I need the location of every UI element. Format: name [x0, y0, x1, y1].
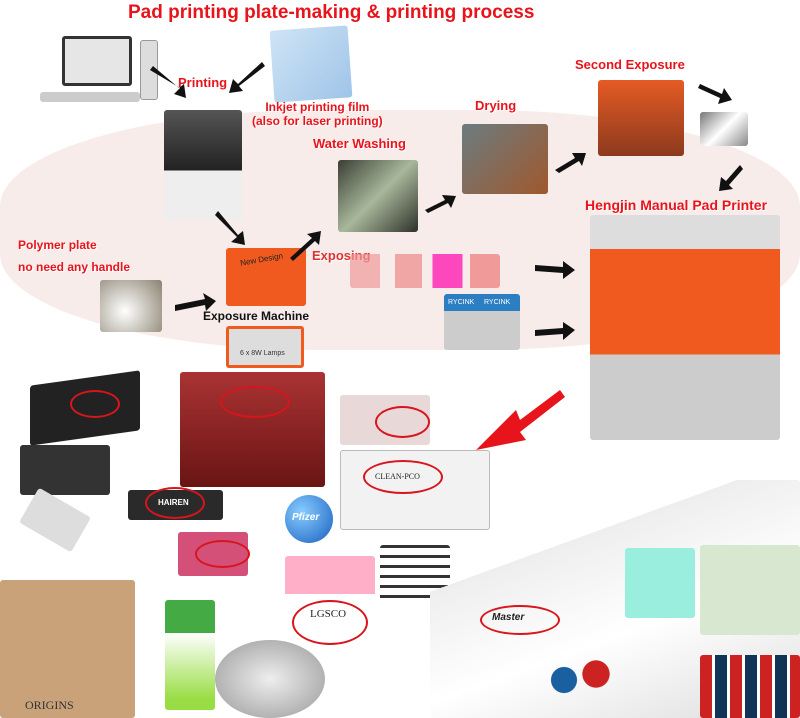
highlight-ring	[70, 390, 120, 418]
label-water-washing: Water Washing	[313, 136, 406, 151]
second-exposure-image	[598, 80, 684, 156]
highlight-ring	[375, 406, 430, 438]
lamps-image	[226, 326, 304, 368]
label-pfizer: Pfizer	[292, 512, 320, 523]
big-red-arrow-icon	[476, 390, 565, 450]
printer-image	[164, 110, 242, 220]
ink-label-2: RYCINK	[484, 299, 511, 306]
highlight-ring	[363, 460, 443, 494]
label-second-exposure: Second Exposure	[575, 57, 685, 72]
label-film: Inkjet printing film (also for laser pri…	[252, 100, 383, 128]
label-master: Master	[492, 612, 525, 623]
fan-image	[165, 600, 215, 710]
label-origins: ORIGINS	[25, 698, 74, 712]
cosmetic-box-image	[0, 580, 135, 718]
washing-image	[338, 160, 418, 232]
highlight-ring	[145, 487, 205, 519]
label-exposure-machine: Exposure Machine	[203, 309, 310, 323]
arrow-icon	[229, 62, 265, 93]
label-hairen: HAIREN	[158, 498, 189, 507]
label-clean-pco: CLEAN-PCO	[375, 472, 420, 481]
arrow-icon	[290, 231, 321, 261]
highlight-ring	[220, 386, 290, 418]
lighters-image	[700, 655, 800, 718]
film-line2: (also for laser printing)	[252, 114, 383, 128]
highlight-ring	[195, 540, 250, 568]
polymer-line1: Polymer plate	[18, 238, 97, 252]
memory-cards-image	[20, 445, 110, 495]
mouse-image	[215, 640, 325, 718]
ink-label-1: RYCINK	[448, 299, 475, 306]
keyboard-image	[40, 92, 140, 102]
label-printing: Printing	[178, 75, 228, 90]
ball-image	[285, 495, 333, 543]
pad-printer-machine-image	[590, 215, 780, 440]
highlight-ring	[480, 605, 560, 635]
golf-balls-image	[700, 545, 800, 635]
arrow-icon	[175, 293, 216, 311]
arrow-icon	[719, 165, 743, 191]
label-polymer: Polymer plate no need any handle	[18, 234, 130, 278]
highlight-ring	[292, 600, 368, 645]
polymer-plate-image	[100, 280, 162, 332]
label-lamps: 6 x 8W Lamps	[240, 350, 285, 357]
label-drying: Drying	[475, 98, 517, 113]
ink-cans-image	[444, 294, 520, 350]
polymer-line2: no need any handle	[18, 260, 131, 274]
arrow-icon	[535, 322, 575, 340]
pads-image	[350, 254, 500, 288]
film-line1: Inkjet printing film	[265, 100, 370, 114]
label-printer: Hengjin Manual Pad Printer	[585, 197, 768, 213]
arrow-icon	[535, 261, 575, 279]
arrow-icon	[555, 153, 586, 173]
page-title: Pad printing plate-making & printing pro…	[128, 2, 535, 23]
label-lgsco: LGSCO	[310, 608, 347, 620]
arrow-icon	[698, 84, 732, 104]
computer-image	[62, 36, 132, 86]
arrow-icon	[150, 66, 186, 98]
arrow-icon	[215, 211, 245, 245]
drying-image	[462, 124, 548, 194]
plate-image	[700, 112, 748, 146]
golf-tees-image	[625, 548, 695, 618]
arrow-icon	[425, 195, 456, 213]
keychains-image	[540, 650, 620, 710]
